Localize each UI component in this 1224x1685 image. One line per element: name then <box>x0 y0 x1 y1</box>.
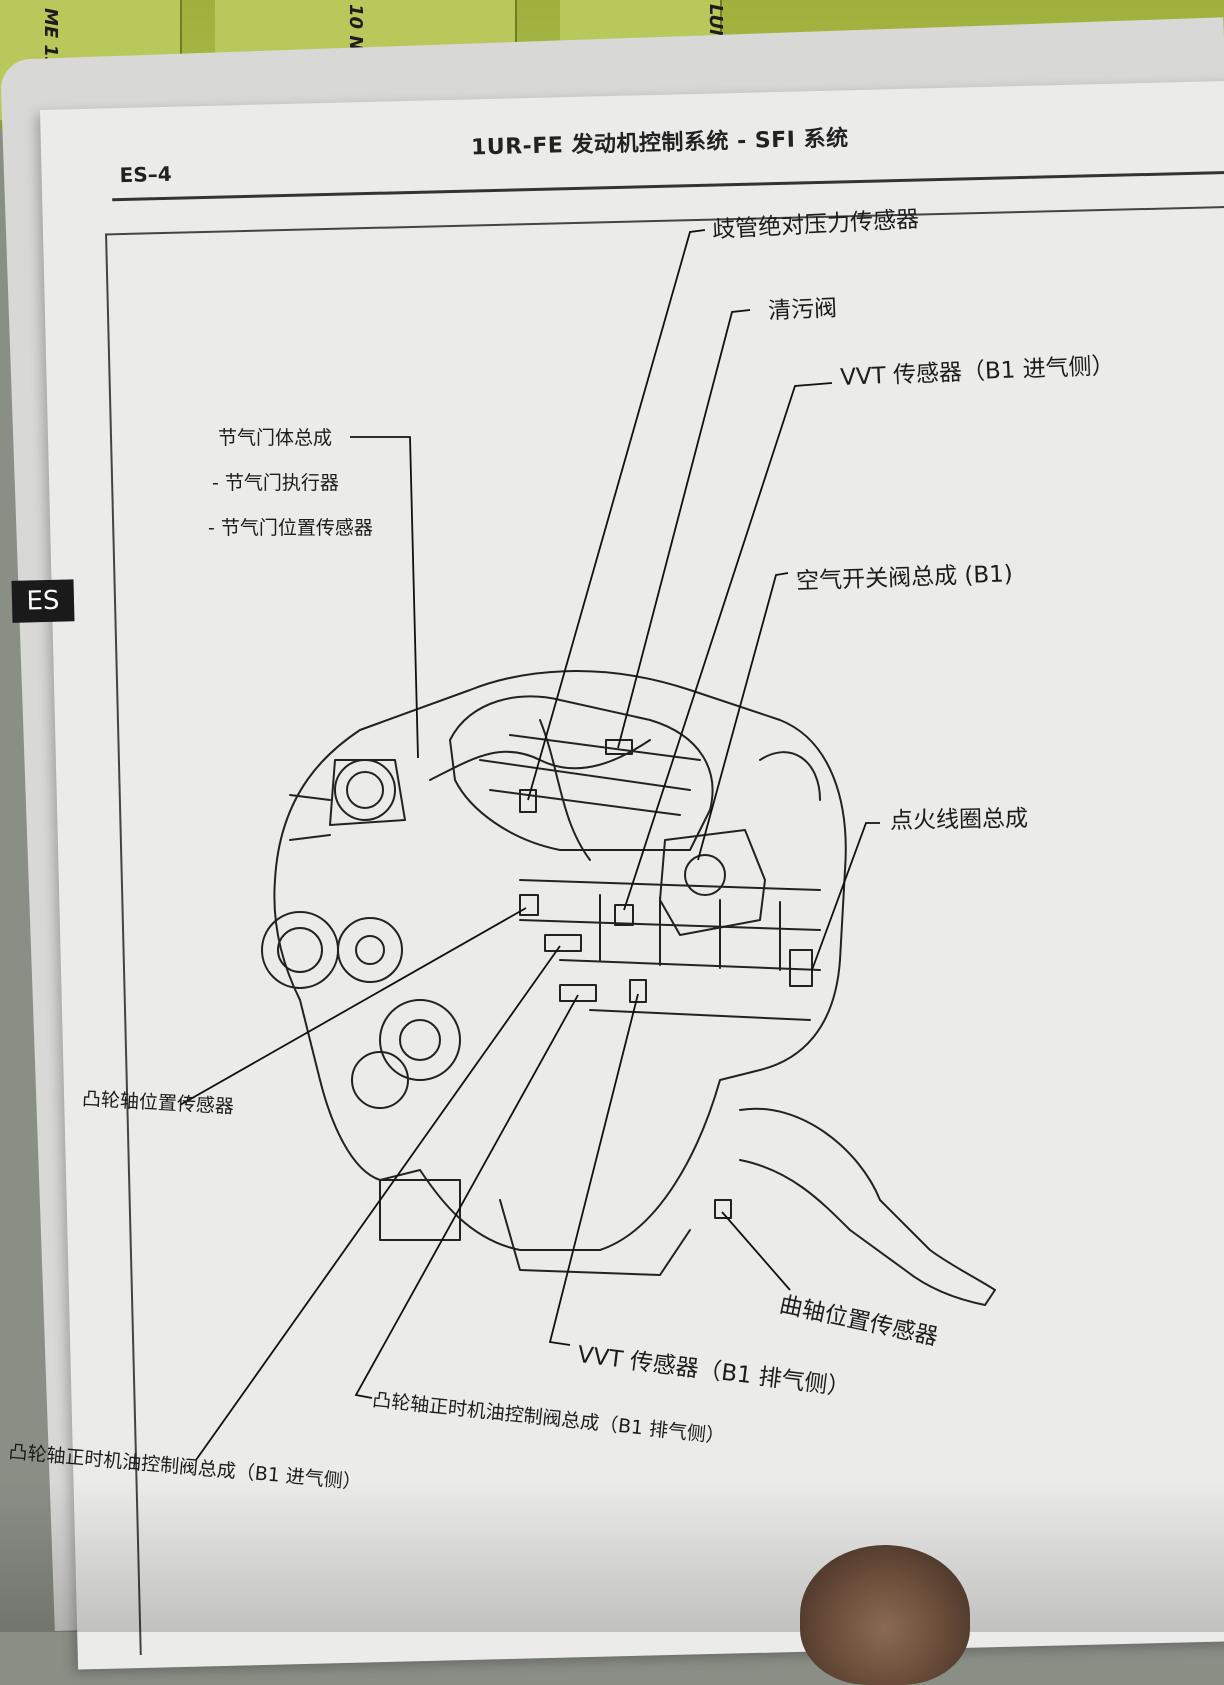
leader-throttle-body <box>350 436 419 759</box>
sensor-shape <box>559 984 597 1002</box>
leader-vvt-intake <box>623 382 833 911</box>
air-switch-valve-shape <box>659 829 766 936</box>
engine-diagram <box>179 229 996 1461</box>
exhaust-pipe <box>739 1107 996 1306</box>
sensor-shape <box>605 739 633 755</box>
leader-purge-valve <box>617 309 751 749</box>
pulley <box>351 1051 409 1109</box>
sensor-shape <box>519 894 539 916</box>
sensor-shape <box>519 789 537 813</box>
label-purge-valve: 清污阀 <box>767 295 838 325</box>
label-throttle-position: - 节气门位置传感器 <box>208 517 373 539</box>
leader-camshaft-position <box>179 907 527 1106</box>
leader-crankshaft-position <box>721 1211 791 1291</box>
label-throttle-actuator: - 节气门执行器 <box>212 472 339 494</box>
throttle-body-shape <box>334 759 396 821</box>
label-throttle-body: 节气门体总成 <box>218 427 333 449</box>
label-ignition-coil: 点火线圈总成 <box>889 805 1029 835</box>
leader-ocv-exhaust <box>354 994 579 1399</box>
engine-outline <box>273 670 847 1251</box>
leader-ocv-intake <box>195 945 561 1461</box>
sensor-shape <box>614 904 634 926</box>
hose <box>759 751 821 801</box>
sensor-shape <box>629 979 647 1003</box>
leader-ignition-coil <box>811 822 880 971</box>
pulley <box>261 911 339 989</box>
leader-map-sensor <box>527 229 706 801</box>
leader-vvt-exhaust <box>548 993 639 1346</box>
sensor-shape <box>544 934 582 952</box>
leader-air-switch-valve <box>697 572 789 861</box>
pulley <box>337 917 403 983</box>
oil-pan <box>499 1199 691 1276</box>
hose <box>539 719 591 861</box>
intake-manifold <box>449 695 714 851</box>
pulley <box>379 999 461 1081</box>
thumb <box>800 1545 970 1685</box>
sensor-shape <box>714 1199 732 1219</box>
photo-shadow <box>0 1480 1224 1632</box>
